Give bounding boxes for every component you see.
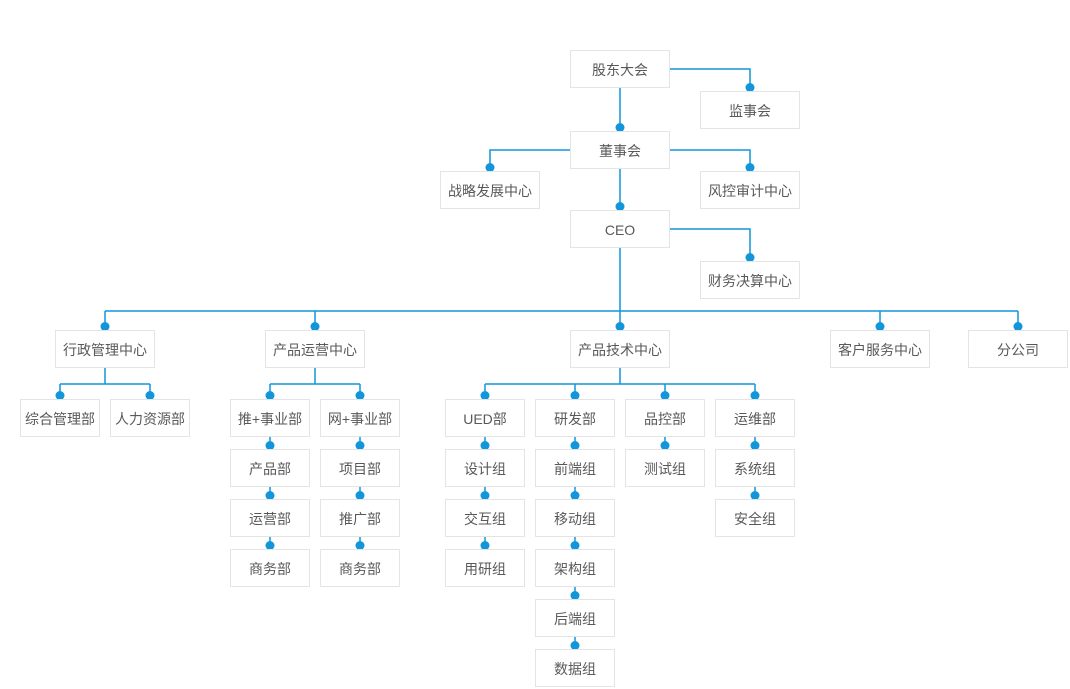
org-node-business-dept-1: 商务部 bbox=[230, 549, 310, 587]
org-node-qc: 品控部 bbox=[625, 399, 705, 437]
org-node-finance: 财务决算中心 bbox=[700, 261, 800, 299]
org-node-interaction-group: 交互组 bbox=[445, 499, 525, 537]
org-node-customer-service-center: 客户服务中心 bbox=[830, 330, 930, 368]
org-node-tui-division: 推+事业部 bbox=[230, 399, 310, 437]
org-node-promotion-dept: 推广部 bbox=[320, 499, 400, 537]
org-node-ceo: CEO bbox=[570, 210, 670, 248]
org-node-business-dept-2: 商务部 bbox=[320, 549, 400, 587]
org-node-design-group: 设计组 bbox=[445, 449, 525, 487]
connector-dots bbox=[55, 83, 1023, 650]
org-node-strategy: 战略发展中心 bbox=[440, 171, 540, 209]
org-node-product-tech-center: 产品技术中心 bbox=[570, 330, 670, 368]
org-node-admin-center: 行政管理中心 bbox=[55, 330, 155, 368]
org-node-data-group: 数据组 bbox=[535, 649, 615, 687]
org-node-backend-group: 后端组 bbox=[535, 599, 615, 637]
org-node-general-admin: 综合管理部 bbox=[20, 399, 100, 437]
org-node-test-group: 测试组 bbox=[625, 449, 705, 487]
org-node-risk-audit: 风控审计中心 bbox=[700, 171, 800, 209]
org-node-hr: 人力资源部 bbox=[110, 399, 190, 437]
org-node-product-dept: 产品部 bbox=[230, 449, 310, 487]
org-node-product-ops-center: 产品运营中心 bbox=[265, 330, 365, 368]
org-node-user-research-group: 用研组 bbox=[445, 549, 525, 587]
org-node-project-dept: 项目部 bbox=[320, 449, 400, 487]
org-node-supervisory: 监事会 bbox=[700, 91, 800, 129]
org-node-frontend-group: 前端组 bbox=[535, 449, 615, 487]
org-node-architecture-group: 架构组 bbox=[535, 549, 615, 587]
org-node-system-group: 系统组 bbox=[715, 449, 795, 487]
org-node-security-group: 安全组 bbox=[715, 499, 795, 537]
org-node-rd: 研发部 bbox=[535, 399, 615, 437]
org-node-operation-dept: 运营部 bbox=[230, 499, 310, 537]
org-node-shareholders: 股东大会 bbox=[570, 50, 670, 88]
org-node-branch: 分公司 bbox=[968, 330, 1068, 368]
org-node-mobile-group: 移动组 bbox=[535, 499, 615, 537]
org-node-board: 董事会 bbox=[570, 131, 670, 169]
org-node-wang-division: 网+事业部 bbox=[320, 399, 400, 437]
org-node-ued: UED部 bbox=[445, 399, 525, 437]
org-node-ops: 运维部 bbox=[715, 399, 795, 437]
